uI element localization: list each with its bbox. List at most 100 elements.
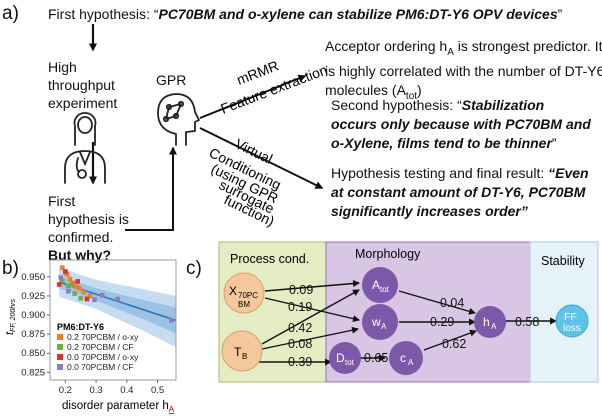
node-ha: h A	[474, 306, 506, 338]
stability-title: Stability	[541, 254, 586, 268]
y-tick-label: 0.900	[21, 310, 45, 321]
data-point-series-4	[66, 289, 71, 294]
edge-label-tb-dtot: 0.39	[288, 355, 312, 369]
data-point-series-4	[115, 296, 120, 302]
hyp2-line-2: occurs only because with PC70BM and	[331, 116, 591, 132]
svg-text:h: h	[483, 315, 490, 329]
hyp1-text: PC70BM and o-xylene can stabilize PM6:DT…	[158, 6, 558, 22]
svg-text:D: D	[336, 351, 345, 365]
svg-text:70PC: 70PC	[238, 291, 258, 300]
acceptor-line-3: molecules (Atot)	[325, 81, 422, 102]
data-point-series-4	[99, 292, 105, 298]
svg-text:w: w	[371, 315, 381, 329]
confidence-band-inner	[59, 276, 177, 334]
edge-ca-ha	[423, 329, 477, 351]
edge-tb-wa	[261, 326, 359, 350]
but-why: But why?	[48, 247, 111, 263]
first-hypothesis-confirmed: First hypothesis is confirmed. But why?	[48, 192, 129, 264]
legend-entry: 0.0 70PCBM / o-xy	[67, 352, 139, 362]
hyp2-line-3: o-Xylene, films tend to be thinner”	[331, 135, 557, 151]
final-line-1: Hypothesis testing and final result: “Ev…	[331, 165, 589, 181]
data-point-series-2	[60, 278, 65, 283]
hyp2-line-1: Second hypothesis: “Stabilization	[331, 97, 545, 113]
final-line-3: significantly increases order”	[331, 203, 528, 219]
panel-c-label: c)	[186, 258, 202, 279]
hte-line-1: High	[48, 59, 77, 75]
edge-label-ha-ff: 0.58	[515, 315, 539, 329]
y-axis-label: tFF, 200hrs	[4, 298, 17, 335]
acceptor-line-1: Acceptor ordering hA is strongest predic…	[325, 38, 602, 58]
legend-swatch	[57, 334, 63, 340]
hyp1-suffix: ”	[557, 6, 563, 22]
data-point-series-3	[56, 282, 62, 287]
legend-entry: 0.0 70PCBM / CF	[67, 362, 134, 372]
svg-text:c: c	[400, 351, 406, 365]
data-point-series-1	[87, 293, 93, 299]
legend-swatch	[57, 364, 63, 370]
arrow-mrmr	[199, 74, 307, 119]
node-ff-loss: FF loss	[555, 304, 589, 338]
node-ca: c A	[389, 341, 423, 375]
process-conditions-title: Process cond.	[230, 252, 309, 266]
svg-text:tot: tot	[380, 285, 390, 294]
arrow-virtual	[199, 127, 324, 189]
y-tick-label: 0.925	[21, 291, 45, 302]
confidence-band	[59, 267, 177, 348]
data-point-series-2	[72, 291, 77, 296]
svg-text:T: T	[234, 345, 242, 359]
edge-label-wa-ha: 0.29	[430, 315, 454, 329]
y-tick-label: 0.850	[21, 348, 45, 359]
confirmed-line-3: confirmed.	[48, 229, 114, 245]
data-point-series-3	[63, 269, 68, 274]
svg-text:A: A	[408, 358, 414, 367]
edge-x70-atot	[264, 280, 360, 292]
acceptor-line-2: is highly correlated with the number of …	[325, 62, 602, 79]
svg-text:A: A	[381, 322, 387, 331]
x-axis-label: disorder parameter hA	[62, 400, 175, 414]
data-point-series-2	[66, 283, 71, 289]
y-tick-label: 0.825	[21, 367, 45, 378]
edge-label-tb-wa: 0.08	[288, 337, 312, 351]
y-tick-label: 0.875	[21, 329, 45, 340]
first-hypothesis: First hypothesis: “PC70BM and o-xylene c…	[48, 6, 563, 23]
y-tick-label: 0.950	[21, 272, 45, 283]
legend-entry: 0.2 70PCBM / o-xy	[67, 332, 139, 342]
plot-frame	[49, 259, 177, 381]
acceptor-finding: Acceptor ordering hA is strongest predic…	[325, 37, 602, 106]
scientist-icon	[64, 112, 106, 184]
data-point-series-2	[78, 295, 83, 301]
final-result: Hypothesis testing and final result: “Ev…	[331, 164, 589, 221]
edge-label-atot-ha: 0.04	[440, 296, 464, 310]
edge-label-dtot-ca: 0.65	[364, 351, 388, 365]
morphology-title: Morphology	[355, 247, 421, 261]
node-dtot: D tot	[329, 342, 361, 374]
hte-line-2: throughput	[48, 77, 115, 93]
node-tb: T B	[221, 330, 263, 372]
data-point-series-1	[76, 286, 82, 291]
edge-atot-ha	[398, 290, 476, 315]
svg-text:BM: BM	[238, 300, 250, 309]
edge-tb-atot	[261, 289, 360, 345]
legend-swatch	[57, 344, 63, 350]
data-point-series-4	[169, 318, 174, 323]
svg-text:B: B	[242, 352, 247, 361]
edge-label-ca-ha: 0.62	[442, 337, 466, 351]
legend-title: PM6:DT-Y6	[57, 322, 104, 332]
data-point-series-2	[69, 282, 74, 287]
legend-entry: 0.2 70PCBM / CF	[67, 342, 134, 352]
arrow-confirmed-to-gpr	[125, 146, 177, 231]
svg-text:A: A	[372, 278, 380, 292]
hyp1-prefix: First hypothesis: “	[48, 6, 159, 22]
svg-text:FF: FF	[564, 311, 577, 323]
legend-swatch	[57, 354, 63, 360]
confirmed-line-1: First	[48, 193, 76, 209]
node-x70pcbm: X 70PC BM	[223, 272, 265, 314]
data-point-series-1	[67, 276, 73, 282]
hte-line-3: experiment	[48, 95, 118, 111]
svg-text:loss: loss	[563, 323, 581, 334]
svg-text:X: X	[229, 284, 237, 298]
second-hypothesis: Second hypothesis: “Stabilization occurs…	[331, 96, 591, 153]
brain-head-icon	[157, 93, 200, 146]
